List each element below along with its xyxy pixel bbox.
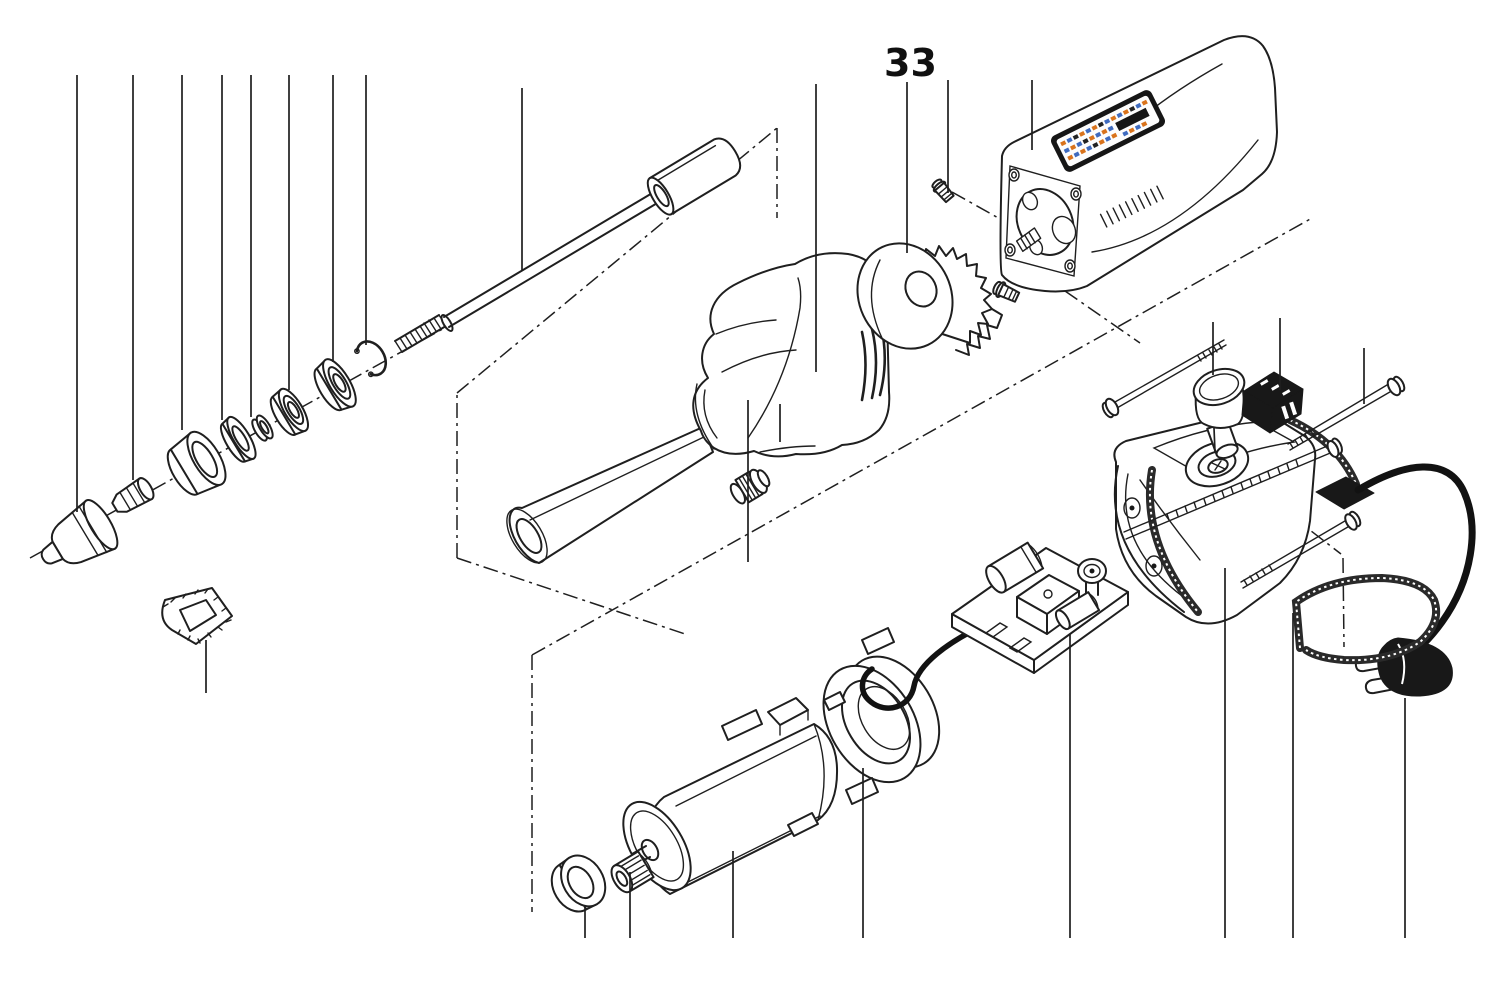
power-switch [1241, 371, 1304, 434]
spec-label [1051, 90, 1165, 172]
leader-lines [76, 75, 1406, 938]
motor-mount-clamp [822, 627, 941, 805]
front-bearing [269, 387, 309, 436]
collet [111, 477, 155, 513]
spacer-ring [251, 414, 274, 442]
small-capacitor [1054, 591, 1101, 631]
hanger-bail [1291, 573, 1441, 665]
speed-knob [1192, 367, 1246, 460]
rear-bearing [313, 358, 357, 412]
motor-pinion [610, 850, 655, 894]
motor [622, 697, 839, 895]
fan [856, 242, 954, 350]
capacitor [985, 541, 1045, 594]
spindle-shaft [394, 191, 660, 353]
power-cord [1354, 463, 1476, 660]
fan-screw-lower [992, 280, 1021, 303]
motor-housing-cover [999, 35, 1278, 293]
callout-33-label: 33 [884, 41, 937, 85]
bearing-cap [166, 430, 227, 496]
washer [219, 415, 257, 463]
spec-label-print [1060, 99, 1150, 161]
assembly-screw-upper-left [1101, 339, 1227, 419]
retaining-ring [354, 340, 388, 378]
assembly-screw-through [1123, 437, 1343, 540]
fan-screw-upper [931, 178, 955, 204]
shaft-clip [161, 587, 233, 645]
nose-tube [506, 426, 714, 564]
varistor [1077, 558, 1107, 601]
pcb-assembly [859, 541, 1129, 711]
rear-housing [1113, 410, 1360, 625]
coupling-nut [729, 468, 771, 505]
shaft-sleeve [646, 137, 742, 216]
cord-strain-relief [1315, 476, 1375, 510]
motor-grommet [550, 854, 607, 913]
collet-chuck [40, 499, 119, 565]
assembly-screw-right [1287, 375, 1406, 451]
assembly-screw-lower [1240, 510, 1362, 589]
